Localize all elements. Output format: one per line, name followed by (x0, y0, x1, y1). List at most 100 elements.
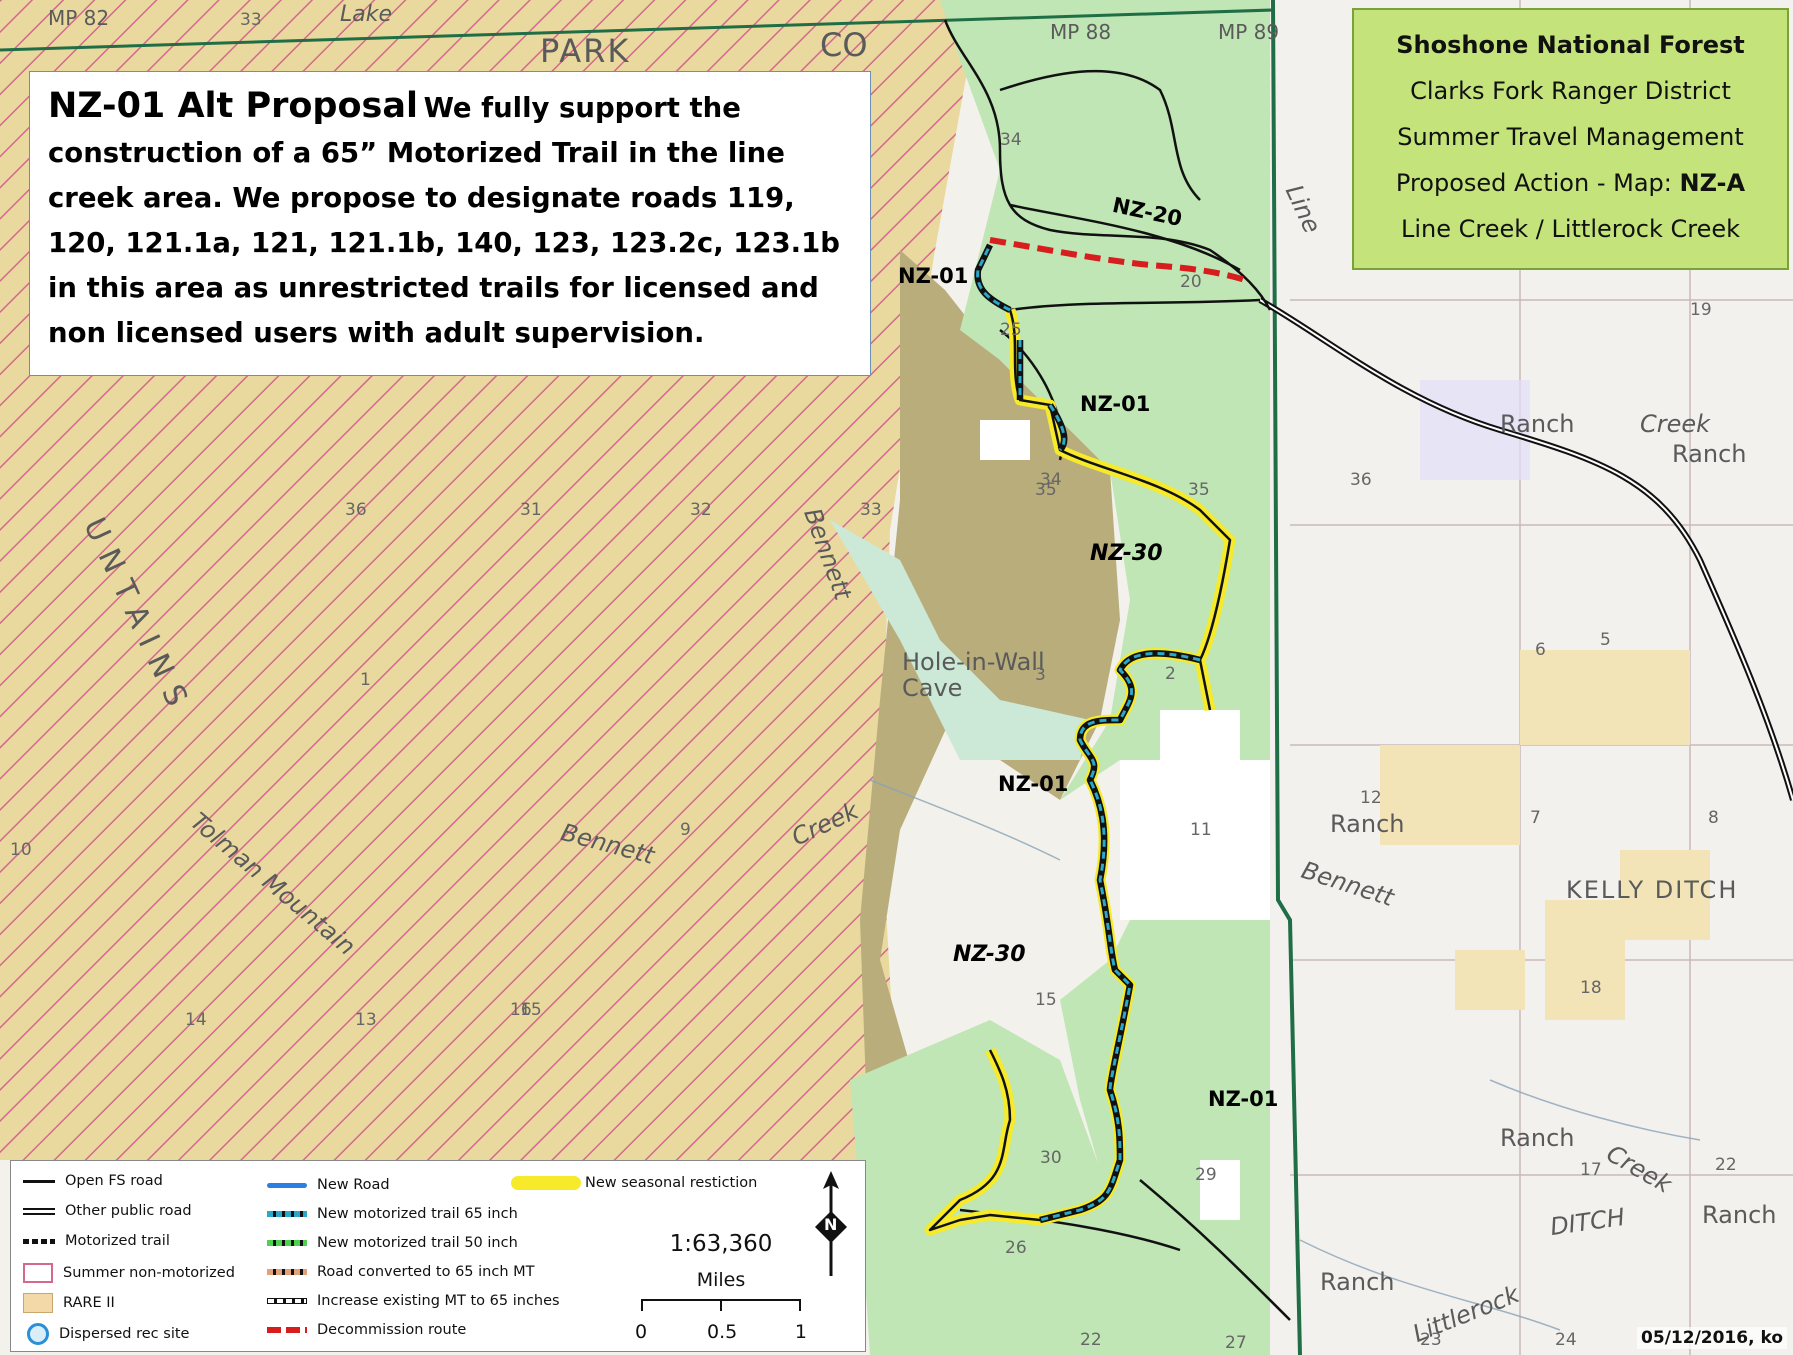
legend-pink-box-icon (23, 1263, 53, 1283)
district-name: Clarks Fork Ranger District (1410, 77, 1731, 105)
section-number: 33 (240, 10, 262, 30)
map-date: 05/12/2016, ko (1637, 1327, 1787, 1349)
milepost-88: MP 88 (1050, 20, 1112, 44)
forest-boundary-north (0, 8, 1274, 52)
area-name: Line Creek / Littlerock Creek (1400, 215, 1741, 243)
section-number: 34 (1000, 130, 1022, 150)
trail-label-nz01: NZ-01 (1080, 392, 1151, 416)
streams (869, 779, 1701, 1331)
legend-rare-ii: RARE II (23, 1293, 115, 1313)
inholdings (980, 420, 1270, 1220)
legend-orange-dash-icon (267, 1269, 307, 1275)
section-number: 5 (1600, 630, 1611, 650)
legend-blue-line-icon (267, 1182, 307, 1188)
place-ranch: Ranch (1500, 1124, 1575, 1152)
map-legend: Open FS road Other public road Motorized… (10, 1160, 866, 1352)
section-number: 1 (360, 670, 371, 690)
proposal-callout: NZ-01 Alt Proposal We fully support the … (29, 71, 871, 376)
trail-label-nz30: NZ-30 (1090, 541, 1163, 566)
section-number: 34 (1040, 470, 1062, 490)
place-ranch: Ranch (1500, 410, 1575, 438)
map-id-prefix: Proposed Action - Map: (1395, 169, 1680, 197)
map-id: NZ-A (1679, 169, 1746, 197)
section-number: 17 (1580, 1160, 1602, 1180)
place-co: CO (820, 26, 868, 64)
legend-teal-dash-icon (267, 1211, 307, 1217)
place-hole-in-wall: Hole-in-Wall (902, 648, 1045, 676)
section-number: 12 (1360, 788, 1382, 808)
legend-double-line-icon (23, 1207, 55, 1215)
north-arrow-icon: N (811, 1171, 851, 1281)
national-forest-area (940, 0, 1270, 1355)
section-number: 29 (1195, 1165, 1217, 1185)
section-number: 3 (1035, 665, 1046, 685)
section-number: 6 (1535, 640, 1546, 660)
map-title-box: Shoshone National Forest Clarks Fork Ran… (1352, 8, 1789, 270)
scale-ratio: 1:63,360 (669, 1231, 773, 1257)
legend-white-dash-icon (267, 1298, 307, 1304)
scale-bar: 1:63,360 Miles 0 0.5 1 (631, 1231, 811, 1343)
highway-road-center (1259, 299, 1793, 801)
plan-name: Summer Travel Management (1397, 123, 1744, 151)
place-park: PARK (540, 32, 631, 70)
scale-graphic (631, 1295, 811, 1321)
legend-decommission-route: Decommission route (267, 1322, 466, 1338)
legend-open-fs-road: Open FS road (23, 1173, 163, 1189)
section-number: 33 (860, 500, 882, 520)
proposal-body: We fully support the construction of a 6… (48, 92, 840, 349)
section-number: 25 (1000, 320, 1022, 340)
place-ranch: Ranch (1330, 810, 1405, 838)
legend-other-public-road: Other public road (23, 1203, 192, 1219)
section-number: 31 (520, 500, 542, 520)
bennett-creek-valley (830, 520, 1090, 760)
legend-yellow-line-icon (511, 1176, 581, 1190)
section-number: 10 (10, 840, 32, 860)
decommission-route (989, 237, 1246, 283)
section-number: 32 (690, 500, 712, 520)
milepost-89: MP 89 (1218, 20, 1280, 44)
section-number: 36 (345, 500, 367, 520)
section-number: 36 (1350, 470, 1372, 490)
section-number: 7 (1530, 808, 1541, 828)
legend-line-icon (23, 1179, 55, 1183)
section-number: 22 (1715, 1155, 1737, 1175)
place-lake: Lake (340, 2, 393, 27)
legend-new-mt-50: New motorized trail 50 inch (267, 1235, 518, 1251)
section-number: 9 (680, 820, 691, 840)
section-number: 27 (1225, 1333, 1247, 1353)
trail-label-nz30: NZ-30 (953, 942, 1026, 967)
section-number: 11 (1190, 820, 1212, 840)
north-letter: N (824, 1215, 838, 1234)
trail-label-nz01: NZ-01 (898, 264, 969, 288)
place-kelly-ditch: KELLY DITCH (1566, 876, 1739, 904)
section-number: 13 (355, 1010, 377, 1030)
section-number: 23 (1420, 1330, 1442, 1350)
place-ranch: Ranch (1672, 440, 1747, 468)
lavender-parcel (1420, 380, 1530, 480)
section-number: 18 (1580, 978, 1602, 998)
section-number: 26 (1005, 1238, 1027, 1258)
legend-increase-existing-65: Increase existing MT to 65 inches (267, 1293, 560, 1309)
section-number: 35 (1188, 480, 1210, 500)
legend-road-converted-65: Road converted to 65 inch MT (267, 1264, 535, 1280)
section-number: 24 (1555, 1330, 1577, 1350)
place-creek-ranch: Creek (1640, 410, 1711, 438)
scale-ticks: 0 0.5 1 (635, 1321, 807, 1343)
legend-red-dash-icon (267, 1327, 307, 1333)
section-number: 19 (1690, 300, 1712, 320)
section-number: 8 (1708, 808, 1719, 828)
legend-new-mt-65: New motorized trail 65 inch (267, 1206, 518, 1222)
trail-label-nz01: NZ-01 (1208, 1087, 1279, 1111)
legend-dashed-line-icon (23, 1238, 55, 1244)
forest-boundary (1271, 0, 1302, 1355)
section-number: 30 (1040, 1148, 1062, 1168)
legend-dispersed-rec-site: Dispersed rec site (27, 1323, 189, 1345)
section-number: 15 (520, 1000, 542, 1020)
proposal-title: NZ-01 Alt Proposal (48, 86, 418, 126)
new-motorized-trail-65-fill (976, 244, 1201, 1222)
section-number: 22 (1080, 1330, 1102, 1350)
legend-new-road: New Road (267, 1177, 390, 1193)
circle-icon (27, 1323, 49, 1345)
legend-motorized-trail: Motorized trail (23, 1233, 170, 1249)
scale-unit: Miles (696, 1269, 746, 1291)
